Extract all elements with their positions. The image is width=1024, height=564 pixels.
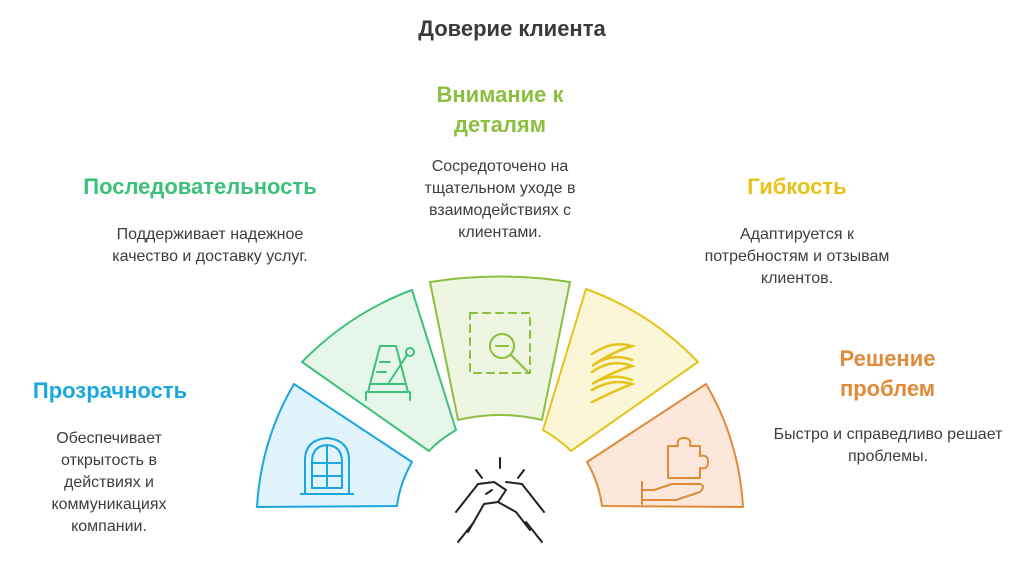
spring-coil-icon xyxy=(590,343,637,404)
heading-transparency: Прозрачность xyxy=(32,378,188,403)
heading-attention-to-detail: Внимание к деталям xyxy=(436,82,564,137)
description-consistency: Поддерживает надежное качество и доставк… xyxy=(112,226,308,265)
description-flexibility: Адаптируется к потребностям и отзывам кл… xyxy=(704,226,890,287)
magnifier-selection-icon xyxy=(469,312,531,374)
handshake-icon xyxy=(455,457,545,543)
description-transparency: Обеспечивает открытость в действиях и ко… xyxy=(51,430,167,535)
arched-window-icon xyxy=(300,437,354,495)
description-problem-solving: Быстро и справедливо решает проблемы. xyxy=(773,426,1003,465)
segment-problem-solving xyxy=(586,383,744,508)
diagram-title: Доверие клиента xyxy=(418,16,606,41)
segment-transparency xyxy=(256,383,413,508)
heading-consistency: Последовательность xyxy=(83,174,317,199)
heading-problem-solving: Решение проблем xyxy=(839,346,936,401)
heading-flexibility: Гибкость xyxy=(747,174,847,199)
description-attention-to-detail: Сосредоточено на тщательном уходе в взаи… xyxy=(424,158,576,241)
segment-consistency xyxy=(301,289,457,452)
puzzle-hand-icon xyxy=(641,437,709,505)
metronome-icon xyxy=(365,345,415,401)
segment-attention-to-detail xyxy=(429,275,571,421)
